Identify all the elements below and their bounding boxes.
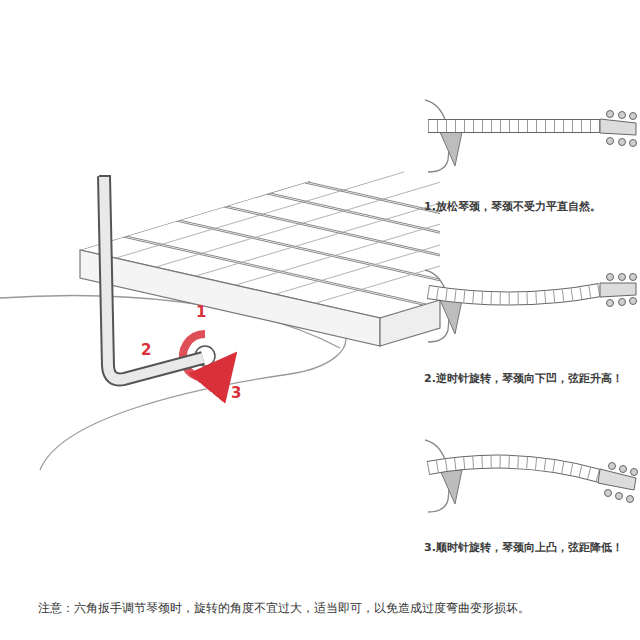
neck-concave [425, 270, 637, 342]
step-caption: 2.逆时针旋转，琴颈向下凹，弦距升高！ [424, 372, 623, 385]
hex-key [99, 176, 203, 379]
step-caption: 1.放松琴颈，琴颈不受力平直自然。 [424, 200, 601, 213]
note-text: 注意：六角扳手调节琴颈时，旋转的角度不宜过大，适当即可，以免造成过度弯曲变形损坏… [38, 601, 530, 615]
step-caption: 3.顺时针旋转，琴颈向上凸，弦距降低！ [424, 541, 623, 554]
callout-number: 1 [196, 303, 206, 321]
neck-straight [425, 100, 637, 172]
fretboard [80, 150, 608, 346]
callout-number: 3 [231, 384, 241, 402]
callout-number: 2 [141, 341, 151, 359]
neck-convex [425, 440, 638, 512]
